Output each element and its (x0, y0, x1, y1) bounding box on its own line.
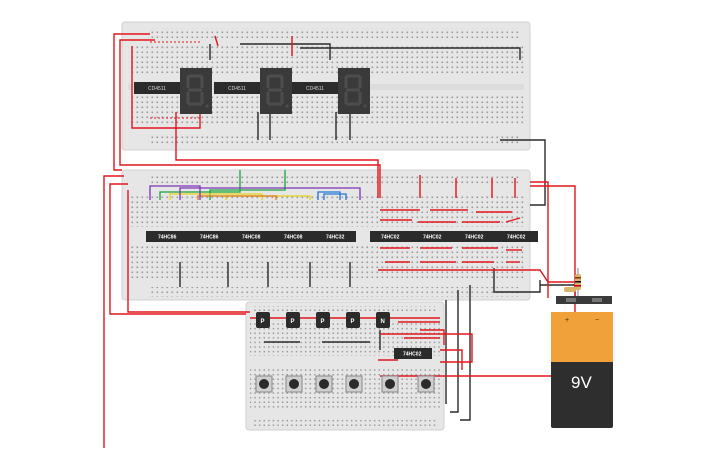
logic-chip-6[interactable]: 74HC02 (370, 231, 412, 242)
bottom-logic-chip-label: 74HC02 (403, 352, 422, 358)
transistor-2[interactable]: P (286, 312, 300, 328)
seven-segment-display-3[interactable] (338, 68, 370, 114)
logic-chip-7-label: 74HC02 (423, 235, 442, 241)
battery-9v[interactable]: + − 9V (551, 296, 613, 428)
transistor-5[interactable]: N (376, 312, 390, 328)
push-button-5[interactable] (381, 375, 399, 393)
transistor-3[interactable]: P (316, 312, 330, 328)
decoder-chip-2-label: CD4511 (228, 86, 246, 92)
bottom-logic-chip[interactable]: 74HC02 (394, 348, 432, 359)
logic-chip-4[interactable]: 74HC08 (272, 231, 314, 242)
logic-chip-4-label: 74HC08 (284, 235, 303, 241)
logic-chip-9-label: 74HC02 (507, 235, 526, 241)
capacitor[interactable] (564, 287, 576, 292)
red-wires (103, 33, 576, 448)
logic-chip-9[interactable]: 74HC02 (496, 231, 538, 242)
battery-label: 9V (571, 373, 592, 392)
resistor-array (150, 41, 200, 119)
logic-chip-2[interactable]: 74HC86 (188, 231, 230, 242)
transistor-2-label: P (291, 319, 295, 325)
logic-chip-2-label: 74HC86 (200, 235, 219, 241)
decoder-chip-2[interactable]: CD4511 (214, 82, 260, 94)
transistor-5-label: N (381, 319, 385, 325)
battery-minus-sign: − (595, 317, 599, 324)
seven-segment-display-1[interactable] (180, 68, 212, 114)
logic-chip-5[interactable]: 74HC32 (314, 231, 356, 242)
push-button-3[interactable] (315, 375, 333, 393)
battery-plus-sign: + (565, 317, 569, 324)
logic-chip-5-label: 74HC32 (326, 235, 345, 241)
seven-segment-display-2[interactable] (260, 68, 292, 114)
logic-chip-3-label: 74HC08 (242, 235, 261, 241)
push-button-4[interactable] (345, 375, 363, 393)
transistor-3-label: P (321, 319, 325, 325)
push-button-2[interactable] (285, 375, 303, 393)
logic-chip-1[interactable]: 74HC86 (146, 231, 188, 242)
transistor-1-label: P (261, 319, 265, 325)
signal-wires (149, 170, 361, 200)
decoder-chip-1-label: CD4511 (148, 86, 166, 92)
logic-chip-3[interactable]: 74HC08 (230, 231, 272, 242)
logic-chip-8[interactable]: 74HC02 (454, 231, 496, 242)
logic-chip-7[interactable]: 74HC02 (412, 231, 454, 242)
decoder-chip-3[interactable]: CD4511 (292, 82, 338, 94)
transistor-4-label: P (351, 319, 355, 325)
decoder-chip-3-label: CD4511 (306, 86, 324, 92)
logic-chip-8-label: 74HC02 (465, 235, 484, 241)
breadboard-bottom[interactable] (245, 301, 445, 431)
push-button-1[interactable] (255, 375, 273, 393)
resistor[interactable] (575, 268, 581, 298)
transistor-4[interactable]: P (346, 312, 360, 328)
transistor-1[interactable]: P (256, 312, 270, 328)
logic-chip-6-label: 74HC02 (381, 235, 400, 241)
decoder-chip-1[interactable]: CD4511 (134, 82, 180, 94)
logic-chip-1-label: 74HC86 (158, 235, 177, 241)
push-button-6[interactable] (417, 375, 435, 393)
